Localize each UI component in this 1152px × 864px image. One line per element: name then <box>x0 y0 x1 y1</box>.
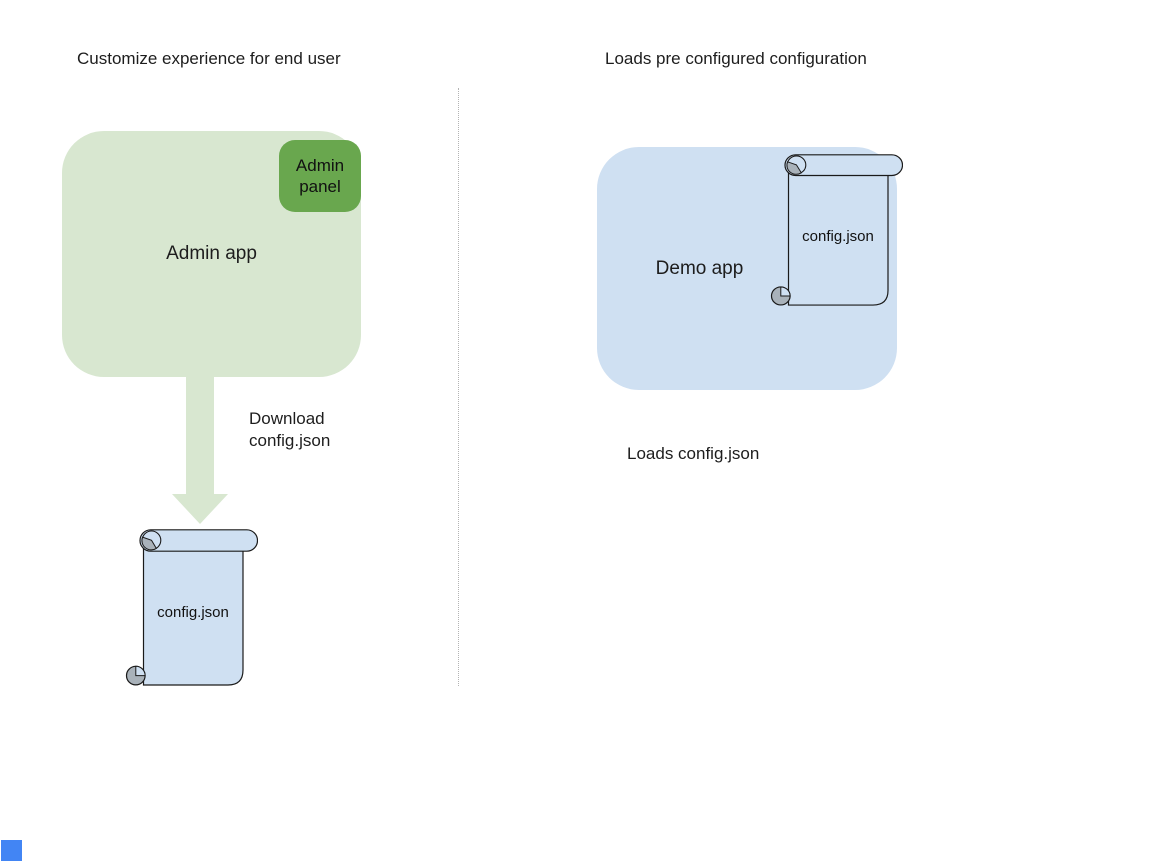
config-file-label: config.json <box>802 228 874 245</box>
config-file-scroll-icon <box>125 529 258 686</box>
admin-panel-box: Admin panel <box>279 140 361 212</box>
right-section-title: Loads pre configured configuration <box>605 49 867 68</box>
config-file-scroll-icon <box>770 154 903 306</box>
admin-app-label: Admin app <box>166 243 257 264</box>
loads-caption: Loads config.json <box>627 444 760 463</box>
section-divider <box>458 88 459 686</box>
blue-square-decoration <box>1 840 22 861</box>
download-caption: Download config.json <box>249 409 331 450</box>
left-section-title: Customize experience for end user <box>77 49 341 68</box>
demo-app-label: Demo app <box>655 257 744 279</box>
config-file-label: config.json <box>157 604 229 621</box>
admin-panel-label: Admin panel <box>295 156 345 196</box>
demo-app-label-wrap: Demo app <box>597 147 802 390</box>
download-arrow-icon <box>172 377 228 524</box>
